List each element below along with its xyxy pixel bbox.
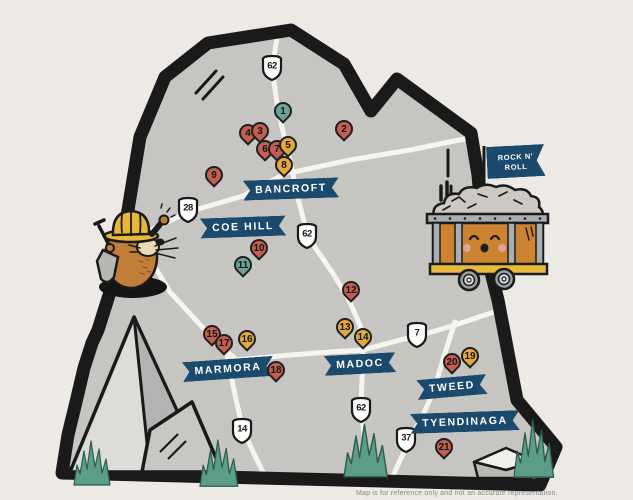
cart-wheel [457,268,481,292]
grass-tuft [343,423,388,478]
flag-line1: ROCK N' [497,151,534,162]
rockhound-mole-mascot [93,203,179,298]
pin-number: 17 [218,337,230,349]
pin-number: 14 [357,331,369,343]
pin-number: 16 [241,333,253,345]
pin-number: 19 [464,350,476,362]
map-border [55,23,563,492]
grass-tuft [73,440,111,486]
pin-number: 3 [257,125,263,137]
rock-n-roll-flag: ROCK N' ROLL [486,144,546,179]
cart-face [463,234,506,253]
ore-rocks [432,183,544,219]
pin-number: 5 [285,139,291,151]
pin-number: 21 [438,441,450,453]
grass-tuft [513,419,555,478]
hard-hat-icon [102,209,160,244]
pin-number: 12 [345,284,357,296]
pin-number: 13 [339,321,351,333]
pin-number: 20 [446,356,458,368]
flag-line2: ROLL [504,161,528,172]
mine-cart-illustration [425,146,550,292]
waving-paw [149,203,176,237]
road-hwy62-mid [289,167,366,353]
mountains-illustration [68,315,224,474]
road-bancroft-east [291,134,477,175]
shovel-icon [93,218,120,284]
whiskers-icon [128,237,179,259]
cart-wheel [492,267,516,291]
pin-number: 9 [211,169,217,181]
pin-number: 11 [237,259,249,271]
grass-tuft [199,439,239,487]
pin-number: 10 [253,242,265,254]
pin-number: 1 [280,105,286,117]
map-disclaimer: Map is for reference only and not an acc… [356,490,558,497]
grass-tufts [73,419,555,487]
pin-number: 18 [270,364,282,376]
pin-number: 2 [341,123,347,135]
pin-number: 8 [281,159,287,171]
